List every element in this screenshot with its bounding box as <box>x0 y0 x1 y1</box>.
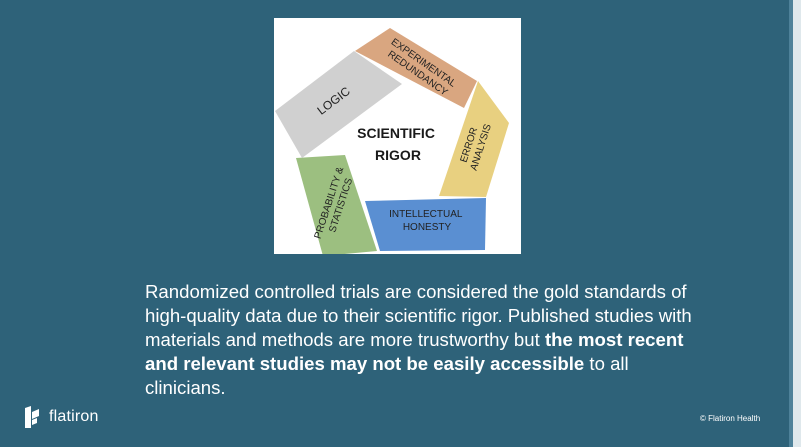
center-label: SCIENTIFIC RIGOR <box>357 125 439 163</box>
slide-edge-strip <box>789 0 801 447</box>
body-text-part2: to all clinicians. <box>145 353 629 398</box>
pentagon-diagram: EXPERIMENTAL REDUNDANCY ERROR ANALYSIS I… <box>275 28 509 254</box>
scientific-rigor-diagram: EXPERIMENTAL REDUNDANCY ERROR ANALYSIS I… <box>274 18 521 254</box>
segment-intellectual-honesty <box>365 198 486 251</box>
segment-logic <box>275 51 402 158</box>
brand-name: flatiron <box>49 408 99 425</box>
flatiron-logo: flatiron <box>23 405 99 429</box>
segment-error-analysis <box>439 81 509 197</box>
label-intellectual-honesty: INTELLECTUAL HONESTY <box>389 209 465 233</box>
copyright-text: © Flatiron Health <box>700 414 761 423</box>
flatiron-logo-icon <box>25 406 39 428</box>
body-text-part1: Randomized controlled trials are conside… <box>145 281 692 350</box>
body-text-bold: the most recent and relevant studies may… <box>145 329 684 374</box>
segment-probability-statistics <box>296 155 377 254</box>
segment-experimental-redundancy <box>355 28 477 108</box>
body-paragraph: Randomized controlled trials are conside… <box>145 280 705 400</box>
